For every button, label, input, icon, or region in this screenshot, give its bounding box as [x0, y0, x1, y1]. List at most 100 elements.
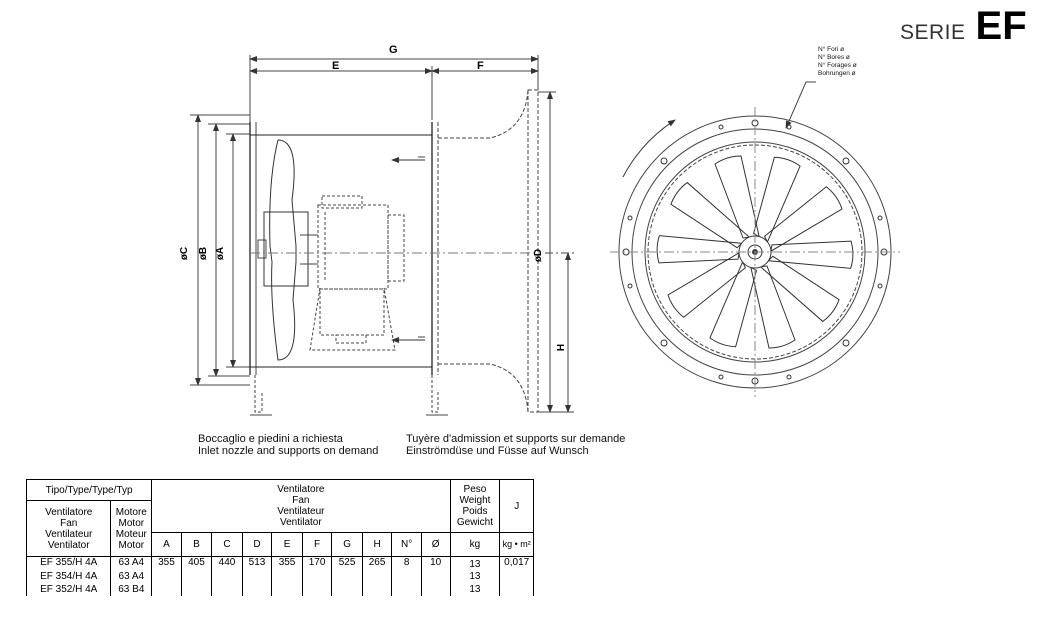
col-header-kgm2: kg • m²: [499, 532, 534, 557]
holes-count: 8: [391, 556, 422, 570]
dim-h: [361, 570, 393, 583]
group-header-line: Ventilateur: [277, 506, 325, 517]
dim-c: [211, 570, 243, 583]
dim-label-c: øC: [179, 246, 191, 261]
col-header-e: E: [271, 532, 303, 557]
dim-g: 525: [331, 556, 363, 570]
fan-header-line: Ventilator: [47, 539, 90, 551]
weight-header-line: Gewicht: [456, 517, 493, 528]
fan-header-line: Ventilateur: [45, 528, 93, 540]
col-header-holes-count: N°: [391, 532, 422, 557]
motor-header-line: Motor: [118, 517, 145, 529]
motor-model: 63 A4: [110, 556, 153, 570]
note-left: Boccaglio e piedini a richiesta Inlet no…: [198, 433, 378, 457]
fan-model: EF 355/H 4A: [25, 556, 112, 570]
dim-label-b: øB: [198, 246, 210, 261]
col-header-c: C: [211, 532, 243, 557]
col-header-g: G: [331, 532, 363, 557]
holes-label: N° Fori ø N° Bores ø N° Forages ø Bohrun…: [818, 46, 857, 78]
dim-label-e: E: [332, 60, 340, 72]
dim-label-d: øD: [533, 248, 545, 263]
holes-label-line: Bohrungen ø: [818, 70, 856, 77]
col-header-d: D: [241, 532, 273, 557]
table-row: EF 352/H 4A 63 B4 13: [25, 583, 534, 596]
group-header: Ventilatore Fan Ventilateur Ventilator: [151, 479, 451, 533]
weight: 13: [449, 556, 501, 570]
dim-d: 513: [241, 556, 273, 570]
note-right: Tuyère d'admission et supports sur deman…: [406, 433, 625, 457]
hole-diameter: 10: [420, 556, 451, 570]
table-row: EF 355/H 4A 63 A4 355 405 440 513 355 17…: [25, 556, 534, 570]
note-right-line: Tuyère d'admission et supports sur deman…: [406, 433, 626, 445]
table-row: EF 354/H 4A 63 A4 13: [25, 570, 534, 583]
dim-e: 355: [271, 556, 303, 570]
note-left-line: Inlet nozzle and supports on demand: [198, 445, 379, 457]
dim-b: [180, 570, 213, 583]
fan-model: EF 352/H 4A: [25, 583, 112, 596]
col-header-a: A: [151, 532, 182, 557]
col-header-kg: kg: [449, 532, 501, 557]
dim-f: [301, 583, 333, 596]
dim-a: 355: [151, 556, 182, 570]
weight-header-line: Poids: [462, 506, 488, 517]
holes-label-line: N° Forages ø: [818, 62, 857, 69]
motor-header: Motore Motor Moteur Motor: [110, 500, 153, 557]
dim-e: [271, 583, 303, 596]
fan-header-line: Ventilatore: [45, 506, 93, 518]
dim-label-f: F: [477, 60, 484, 72]
dim-g: [331, 570, 363, 583]
j-header: J: [499, 479, 534, 533]
motor-header-line: Motor: [118, 539, 145, 551]
motor-model: 63 B4: [110, 583, 153, 596]
col-header-f: F: [301, 532, 333, 557]
dim-b: 405: [180, 556, 213, 570]
serie-title: SERIE EF: [900, 6, 1027, 46]
col-header-h: H: [361, 532, 393, 557]
weight-header-line: Weight: [459, 495, 491, 506]
dim-d: [241, 583, 273, 596]
spec-table: Tipo/Type/Type/Typ Ventilatore Fan Venti…: [25, 479, 534, 596]
dim-c: [211, 583, 243, 596]
serie-code: EF: [975, 4, 1027, 48]
dim-e: [271, 570, 303, 583]
holes-count: [391, 583, 422, 596]
weight: 13: [449, 570, 501, 583]
col-header-b: B: [180, 532, 213, 557]
type-header: Tipo/Type/Type/Typ: [25, 479, 153, 501]
hole-diameter: [420, 570, 451, 583]
inertia: 0,017: [499, 556, 534, 570]
dim-label-a: øA: [215, 246, 227, 261]
motor-header-line: Motore: [115, 506, 147, 518]
motor-header-line: Moteur: [115, 528, 147, 540]
fan-model: EF 354/H 4A: [25, 570, 112, 583]
group-header-line: Ventilator: [279, 517, 322, 528]
dim-g: [331, 583, 363, 596]
holes-count: [391, 570, 422, 583]
dim-c: 440: [211, 556, 243, 570]
dim-f: 170: [301, 556, 333, 570]
note-right-line: Einströmdüse und Füsse auf Wunsch: [406, 445, 589, 457]
technical-drawing: [190, 55, 900, 416]
group-header-line: Fan: [292, 495, 310, 506]
weight-header: Peso Weight Poids Gewicht: [449, 479, 501, 533]
weight: 13: [449, 583, 501, 596]
fan-header: Ventilatore Fan Ventilateur Ventilator: [25, 500, 112, 557]
dim-d: [241, 570, 273, 583]
group-header-line: Ventilatore: [277, 484, 325, 495]
motor-model: 63 A4: [110, 570, 153, 583]
dim-label-h: H: [556, 343, 568, 352]
dim-a: [151, 583, 182, 596]
hole-diameter: [420, 583, 451, 596]
weight-header-line: Peso: [463, 484, 487, 495]
dim-h: 265: [361, 556, 393, 570]
note-left-line: Boccaglio e piedini a richiesta: [198, 433, 343, 445]
dim-a: [151, 570, 182, 583]
dim-h: [361, 583, 393, 596]
serie-word: SERIE: [900, 21, 966, 44]
fan-header-line: Fan: [60, 517, 78, 529]
col-header-hole-diameter: Ø: [420, 532, 451, 557]
dim-f: [301, 570, 333, 583]
dim-label-g: G: [389, 44, 398, 56]
dim-b: [180, 583, 213, 596]
holes-label-line: N° Bores ø: [818, 54, 850, 61]
